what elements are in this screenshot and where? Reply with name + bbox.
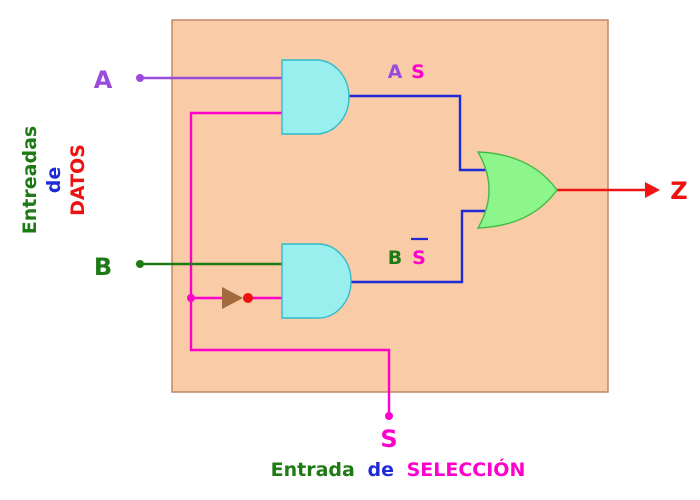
and1-term-a: A	[388, 61, 403, 83]
output-z-label: Z	[670, 177, 687, 205]
and2-output-wire	[351, 209, 486, 284]
and1-output-wire	[349, 94, 486, 172]
and-gate-1	[281, 59, 350, 135]
or-gate	[476, 151, 558, 229]
input-b-terminal	[136, 260, 144, 268]
bottom-label-part3: SELECCIÓN	[407, 457, 526, 481]
and2-term-b: B	[388, 247, 402, 269]
data-inputs-caption: Entreadas de DATOS	[19, 126, 89, 234]
inverter-triangle	[222, 287, 243, 309]
select-input-caption: Entrada de SELECCIÓN	[271, 457, 526, 481]
input-a-terminal	[136, 74, 144, 82]
input-b-label: B	[94, 253, 112, 281]
and1-term-s: S	[411, 61, 425, 83]
bottom-label-part2: de	[367, 459, 394, 481]
side-label-line3: DATOS	[67, 144, 89, 216]
and-gate-2	[281, 243, 352, 319]
input-s-label: S	[380, 425, 397, 453]
output-arrowhead	[645, 182, 660, 198]
select-s-wire	[189, 111, 391, 416]
side-label-line2: de	[43, 167, 65, 194]
bottom-label-part1: Entrada	[271, 459, 355, 481]
input-a-label: A	[94, 66, 113, 94]
inverter-bubble	[243, 293, 253, 303]
side-label-line1: Entreadas	[19, 126, 41, 234]
select-junction-dot	[187, 294, 195, 302]
and2-term-s-bar: S	[412, 247, 426, 269]
input-s-terminal	[385, 412, 393, 420]
